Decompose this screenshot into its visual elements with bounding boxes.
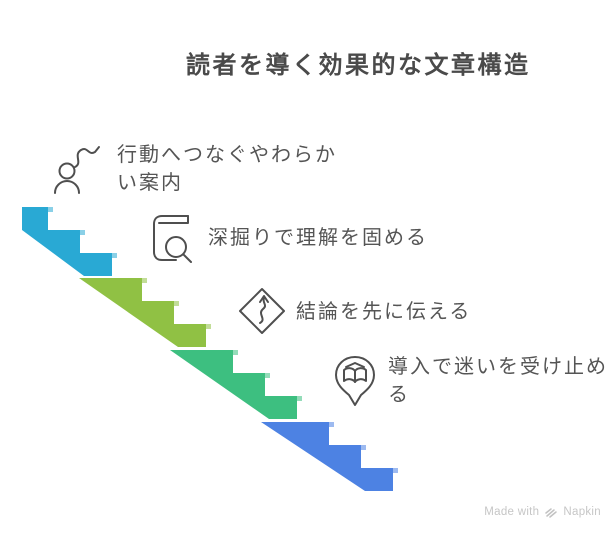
page-title: 読者を導く効果的な文章構造 xyxy=(186,52,531,79)
step-label-2-line-1: 深掘りで理解を固める xyxy=(208,227,428,249)
map-pin-book-icon xyxy=(335,356,375,406)
journey-path-icon xyxy=(54,146,100,194)
step-label-1-line-2: い案内 xyxy=(117,172,183,194)
step-label-4-line-1: 導入で迷いを受け止め xyxy=(388,356,608,378)
winding-road-sign-icon xyxy=(239,288,285,334)
book-search-icon xyxy=(153,215,192,263)
watermark: Made with Napkin xyxy=(484,505,601,519)
step-label-2: 深掘りで理解を固める xyxy=(208,224,458,252)
napkin-logo-icon xyxy=(545,508,558,518)
step-label-4-line-2: る xyxy=(388,384,410,406)
step-label-3: 結論を先に伝える xyxy=(296,298,496,326)
step-label-1-line-1: 行動へつなぐやわらか xyxy=(117,144,337,166)
watermark-brand: Napkin xyxy=(563,506,601,518)
watermark-text: Made with xyxy=(484,506,540,518)
step-label-4: 導入で迷いを受け止め る xyxy=(388,353,612,409)
step-label-3-line-1: 結論を先に伝える xyxy=(296,301,472,323)
stair-step-2 xyxy=(79,278,211,347)
stair-step-4 xyxy=(261,422,398,491)
stair-step-3 xyxy=(170,350,302,419)
step-label-1: 行動へつなぐやわらか い案内 xyxy=(117,141,343,197)
stair-step-1 xyxy=(22,207,117,276)
